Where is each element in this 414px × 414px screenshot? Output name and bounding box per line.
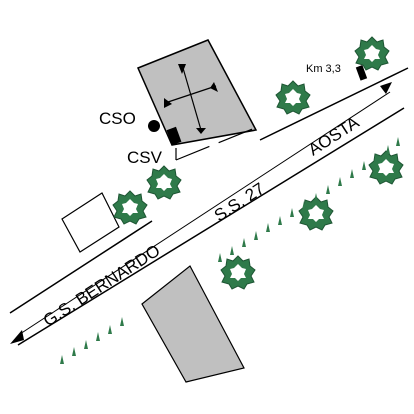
grass-tuft-icon	[242, 238, 246, 247]
grass-tuft-icon	[84, 340, 88, 349]
road	[9, 67, 409, 346]
grass-tuft-icon	[396, 137, 400, 146]
grass-strip	[60, 137, 400, 364]
building-north	[137, 39, 261, 161]
grass-tuft-icon	[314, 193, 318, 202]
csv-marker	[166, 126, 182, 146]
grass-tuft-icon	[362, 161, 366, 170]
grass-tuft-icon	[290, 208, 294, 217]
csv-label: CSV	[127, 148, 163, 167]
road-edge-north-east	[259, 67, 409, 141]
km-post-icon	[355, 65, 368, 81]
cso-point	[148, 120, 160, 132]
building-small-white	[61, 192, 120, 253]
road-center-line	[19, 91, 391, 335]
grass-tuft-icon	[266, 223, 270, 232]
arrow-right-icon	[380, 82, 392, 94]
building-south	[141, 265, 245, 383]
grass-tuft-icon	[386, 145, 390, 154]
road-label-east: AOSTA	[305, 112, 363, 159]
tree-icon	[146, 165, 182, 200]
grass-tuft-icon	[338, 177, 342, 186]
tree-icon	[354, 36, 390, 71]
arrow-left-icon	[10, 330, 24, 344]
grass-tuft-icon	[60, 355, 64, 364]
grass-tuft-icon	[254, 231, 258, 240]
tree-icon	[112, 190, 148, 225]
grass-tuft-icon	[120, 317, 124, 326]
km-marker-label: Km 3,3	[306, 63, 341, 75]
grass-tuft-icon	[230, 246, 234, 255]
cso-label: CSO	[99, 109, 136, 128]
tree-icon	[220, 255, 256, 290]
road-edge-north-west	[9, 220, 153, 314]
grass-tuft-icon	[108, 325, 112, 334]
road-label-route: S.S. 27	[211, 179, 268, 225]
tree-icon	[275, 80, 311, 115]
grass-tuft-icon	[278, 216, 282, 225]
grass-tuft-icon	[326, 185, 330, 194]
grass-tuft-icon	[72, 347, 76, 356]
grass-tuft-icon	[218, 253, 222, 262]
grass-tuft-icon	[96, 332, 100, 341]
cross-marker-icon	[164, 64, 218, 134]
grass-tuft-icon	[350, 169, 354, 178]
road-edge-south	[17, 107, 405, 346]
tree-icon	[368, 150, 404, 185]
